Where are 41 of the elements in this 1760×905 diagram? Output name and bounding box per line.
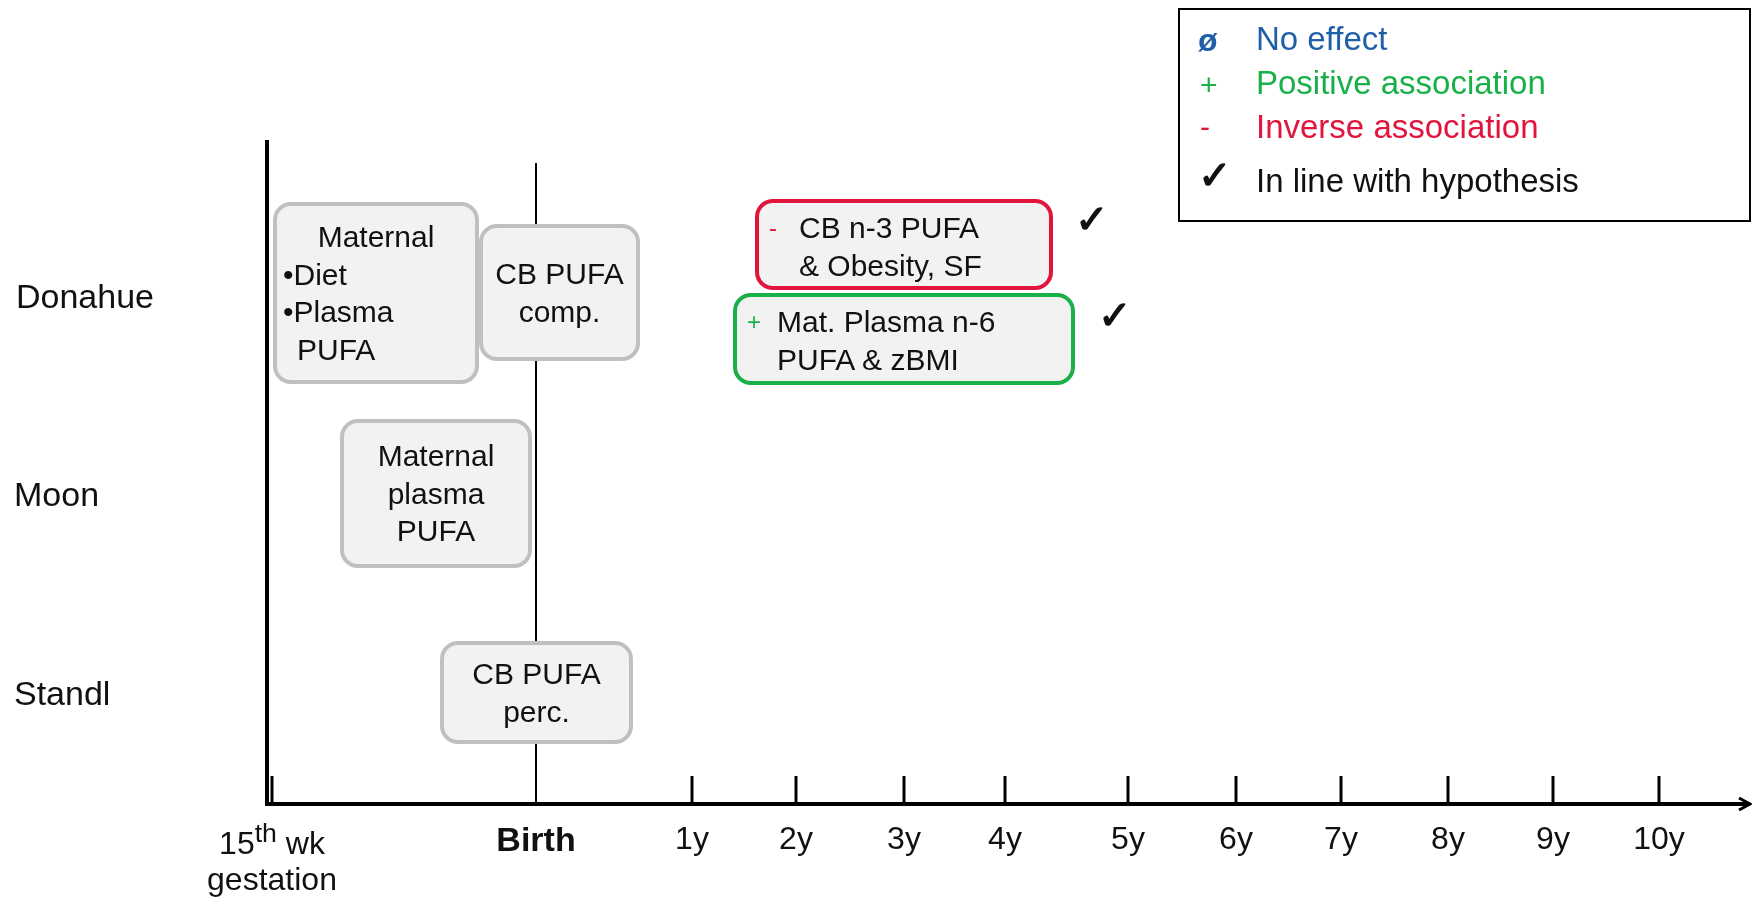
exposure-box [440, 641, 633, 744]
axis-label: 6y [1219, 820, 1253, 857]
row-label: Moon [14, 475, 100, 514]
row-label: Standl [14, 674, 111, 713]
legend-symbol: ø [1198, 22, 1218, 59]
sign-symbol: - [769, 213, 778, 243]
exposure-box [273, 202, 479, 384]
exposure-box [479, 224, 640, 361]
axis-label: 1y [675, 820, 709, 857]
exposure-box [340, 419, 532, 568]
axis-label: 7y [1324, 820, 1358, 857]
finding-box [733, 293, 1075, 385]
box-text: Maternal plasma PUFA [376, 438, 496, 550]
sign-symbol: + [747, 307, 762, 337]
check-mark: ✓ [1098, 292, 1132, 338]
axis-label: 5y [1111, 820, 1145, 857]
check-mark: ✓ [1075, 196, 1109, 242]
bullet-item: •Plasma PUFA [283, 294, 395, 368]
legend-text: In line with hypothesis [1256, 162, 1579, 200]
axis-label: 4y [988, 820, 1022, 857]
axis-label: 10y [1633, 820, 1685, 857]
bullet-item: •Diet [283, 256, 348, 293]
finding-text: CB n-3 PUFA & Obesity, SF [799, 210, 983, 284]
legend-symbol: - [1200, 110, 1210, 144]
axis-label: Birth [496, 820, 576, 859]
axis-label: 9y [1536, 820, 1570, 857]
legend-text: No effect [1256, 20, 1388, 58]
box-text: CB PUFA comp. [494, 256, 625, 330]
finding-box [755, 199, 1053, 290]
axis-label: 3y [887, 820, 921, 857]
box-heading: Maternal [317, 219, 435, 255]
legend-symbol: + [1200, 68, 1218, 102]
axis-label: 2y [779, 820, 813, 857]
legend-text: Positive association [1256, 64, 1546, 102]
row-label: Donahue [16, 277, 154, 316]
axis-label: 8y [1431, 820, 1465, 857]
finding-text: Mat. Plasma n-6 PUFA & zBMI [777, 304, 997, 378]
box-text: CB PUFA perc. [471, 656, 602, 730]
axis-label: 15$^{th}$ wk gestation [206, 818, 338, 899]
legend-symbol: ✓ [1198, 152, 1232, 198]
legend-text: Inverse association [1256, 108, 1539, 146]
